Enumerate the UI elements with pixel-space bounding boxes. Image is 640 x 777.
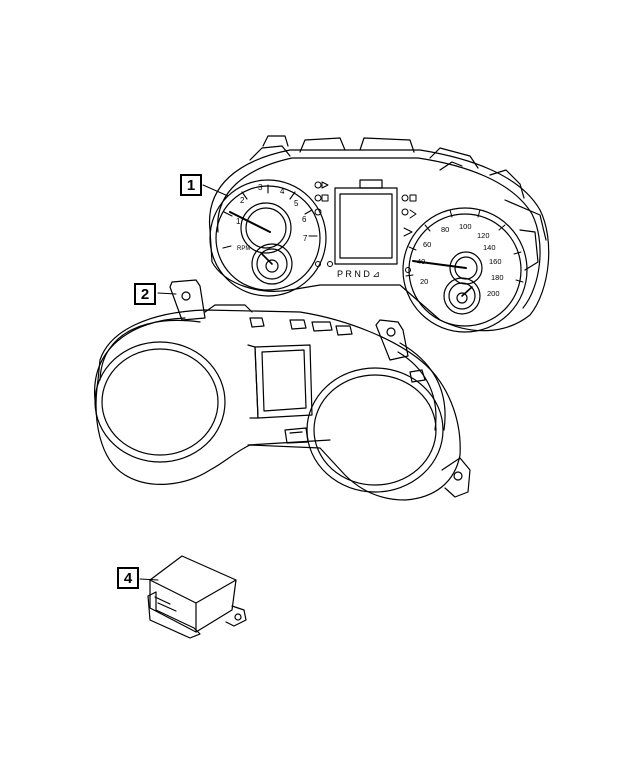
tach-tick-label: 3 <box>258 183 263 192</box>
instrument-cluster-1: 1 2 3 4 5 6 7 RPM P R N D ⊿ <box>202 135 550 333</box>
speedo-tick-label: 100 <box>459 222 472 231</box>
gear-indicator: P R N D ⊿ <box>337 269 380 279</box>
module-4 <box>139 555 247 639</box>
tach-tick-label: 1 <box>236 217 241 226</box>
speedo-tick-label: 180 <box>491 273 504 282</box>
speedo-tick-label: 200 <box>487 289 500 298</box>
warning-icons-left <box>314 181 333 267</box>
speedo-tick-label: 40 <box>417 257 425 266</box>
tach-tick-label: 2 <box>240 196 245 205</box>
warning-icons-right <box>401 194 417 273</box>
speedo-tick-label: 60 <box>423 240 431 249</box>
cluster-bezel-2 <box>94 279 471 501</box>
tach-tick-label: 4 <box>280 187 285 196</box>
callout-1: 1 <box>180 174 202 196</box>
speedo-tick-label: 80 <box>441 225 449 234</box>
tach-tick-labels: 1 2 3 4 5 6 7 RPM <box>236 183 308 252</box>
tach-tick-label: 6 <box>302 215 307 224</box>
speedo-tick-label: 140 <box>483 243 496 252</box>
tach-tick-label: 5 <box>294 199 299 208</box>
callout-4: 4 <box>117 567 139 589</box>
tach-unit-label: RPM <box>237 246 250 252</box>
speedo-tick-label: 160 <box>489 257 502 266</box>
callout-2: 2 <box>134 283 156 305</box>
speedo-tick-labels: 20 40 60 80 100 120 140 160 180 200 <box>417 222 504 298</box>
tach-tick-label: 7 <box>303 234 308 243</box>
speedo-tick-label: 20 <box>420 277 428 286</box>
speedo-tick-label: 120 <box>477 231 490 240</box>
